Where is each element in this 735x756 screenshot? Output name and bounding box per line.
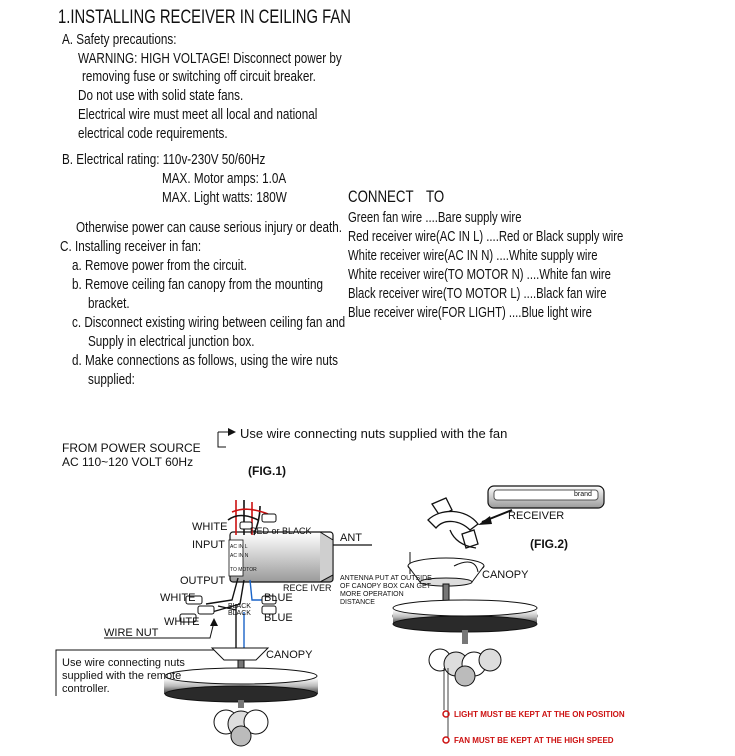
antenna-note: OF CANOPY BOX CAN GET (340, 583, 431, 590)
install-step: c. Disconnect existing wiring between ce… (72, 314, 346, 331)
install-step: d. Make connections as follows, using th… (72, 352, 338, 369)
connect-row: Green fan wire ....Bare supply wire (348, 210, 522, 226)
label-box-out: TO MOTOR (230, 567, 257, 573)
install-step: supplied: (88, 371, 135, 388)
note-nuts-bottom: controller. (62, 683, 110, 695)
receiver-box-fig1 (228, 531, 334, 583)
install-step: bracket. (88, 295, 130, 312)
receiver-fig2 (487, 485, 605, 509)
connect-row: Red receiver wire(AC IN L) ....Red or Bl… (348, 229, 624, 245)
safety-line: WARNING: HIGH VOLTAGE! Disconnect power … (78, 50, 342, 67)
connect-row: White receiver wire(TO MOTOR N) ....Whit… (348, 267, 611, 283)
safety-line: Do not use with solid state fans. (78, 87, 244, 104)
input-wires (227, 500, 269, 536)
label-canopy-fig2: CANOPY (482, 569, 529, 581)
safety-label: A. Safety precautions: (62, 31, 177, 48)
fig2-label: (FIG.2) (530, 537, 568, 551)
rating-label: B. Electrical rating: 110v-230V 50/60Hz (62, 151, 266, 168)
fig1-label: (FIG.1) (248, 464, 286, 478)
label-ant: ANT (340, 532, 362, 544)
label-blue-2: BLUE (264, 612, 293, 624)
section-title: 1.INSTALLING RECEIVER IN CEILING FAN (58, 7, 351, 28)
output-wire-nuts (179, 595, 277, 623)
label-from-power: FROM POWER SOURCE (62, 441, 201, 455)
install-label: C. Installing receiver in fan: (60, 238, 202, 255)
label-red-or-black: RED or BLACK (250, 526, 312, 536)
pull-chains (443, 668, 449, 738)
output-wires (205, 577, 268, 650)
connect-row: Black receiver wire(TO MOTOR L) ....Blac… (348, 286, 607, 302)
label-blue-1: BLUE (264, 592, 293, 604)
label-wire-nut: WIRE NUT (104, 627, 159, 639)
connect-row: White receiver wire(AC IN N) ....White s… (348, 248, 598, 264)
connect-row: Blue receiver wire(FOR LIGHT) ....Blue l… (348, 305, 592, 321)
label-ac-volt: AC 110~120 VOLT 60Hz (62, 455, 194, 469)
fan-fig1 (164, 647, 318, 747)
connect-header: CONNECT (348, 187, 414, 206)
label-black-1: BLACK (228, 603, 251, 610)
arrowhead (228, 428, 236, 436)
label-output: OUTPUT (180, 575, 226, 587)
light-chain-indicator (442, 710, 450, 718)
antenna-note: DISTANCE (340, 599, 375, 606)
label-black-2: BLACK (228, 610, 251, 617)
label-input: INPUT (192, 539, 225, 551)
input-wire-nuts (239, 513, 277, 530)
to-header: TO (426, 187, 445, 206)
fan-note: FAN MUST BE KEPT AT THE HIGH SPEED (454, 736, 614, 745)
canopy-fig2 (407, 552, 485, 603)
install-step: a. Remove power from the circuit. (72, 257, 247, 274)
warning-injury: Otherwise power can cause serious injury… (76, 219, 342, 236)
label-box-in-n: AC IN N (230, 553, 249, 559)
label-box-in-l: AC IN L (230, 544, 248, 550)
label-receiver-fig2: RECEIVER (508, 510, 565, 522)
label-white-input: WHITE (192, 521, 228, 533)
note-nuts-bottom: Use wire connecting nuts (62, 657, 185, 669)
label-canopy-fig1: CANOPY (266, 649, 313, 661)
safety-line: removing fuse or switching off circuit b… (82, 68, 316, 85)
safety-line: electrical code requirements. (78, 125, 228, 142)
wire-nut-pointer (104, 621, 215, 639)
fan-chain-indicator (442, 736, 450, 744)
label-white-out-2: WHITE (164, 616, 200, 628)
arrowhead (478, 516, 492, 525)
receiver-brand-mark: brand (574, 491, 592, 498)
install-step: Supply in electrical junction box. (88, 333, 255, 350)
arrowhead (210, 618, 218, 626)
note-use-nuts: Use wire connecting nuts supplied with t… (240, 426, 508, 441)
safety-line: Electrical wire must meet all local and … (78, 106, 318, 123)
light-note: LIGHT MUST BE KEPT AT THE ON POSITION (454, 710, 625, 719)
label-white-out: WHITE (160, 592, 196, 604)
note-bracket (55, 649, 222, 696)
antenna-note: ANTENNA PUT AT OUTSIDE (340, 575, 432, 582)
rating-line: MAX. Light watts: 180W (162, 189, 287, 206)
fan-fig2 (392, 599, 538, 687)
label-receiver-fig1: RECE IVER (283, 583, 332, 593)
mounting-bracket (427, 497, 479, 549)
install-step: b. Remove ceiling fan canopy from the mo… (72, 276, 324, 293)
note-nuts-bottom: supplied with the remote (62, 670, 182, 682)
antenna-note: MORE OPERATION (340, 591, 404, 598)
rating-line: MAX. Motor amps: 1.0A (162, 170, 287, 187)
